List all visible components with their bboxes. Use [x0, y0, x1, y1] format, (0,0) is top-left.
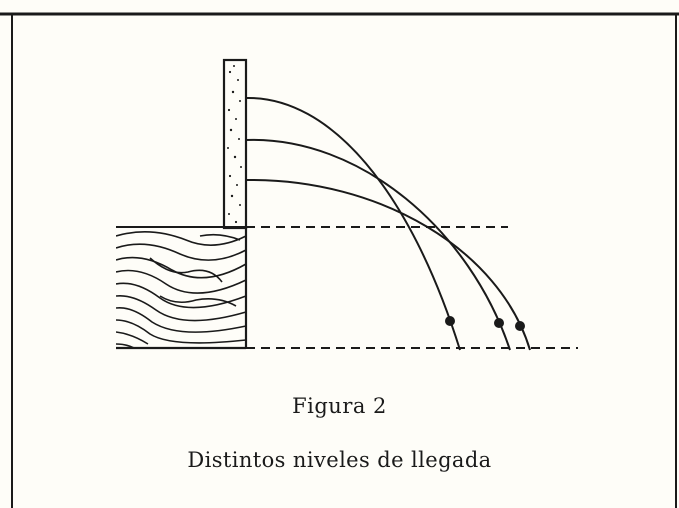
figure-subtitle: Distintos niveles de llegada — [187, 448, 492, 472]
trajectory-high — [245, 96, 461, 351]
figure-title: Figura 2 — [292, 394, 387, 418]
trajectory-middle — [245, 138, 511, 351]
impact-marker-middle — [494, 318, 504, 328]
page-border — [0, 12, 679, 508]
trajectory-low — [245, 178, 531, 351]
impact-marker-high — [445, 316, 455, 326]
wood-block — [116, 226, 248, 350]
vertical-wall — [222, 58, 248, 230]
impact-marker-low — [515, 321, 525, 331]
